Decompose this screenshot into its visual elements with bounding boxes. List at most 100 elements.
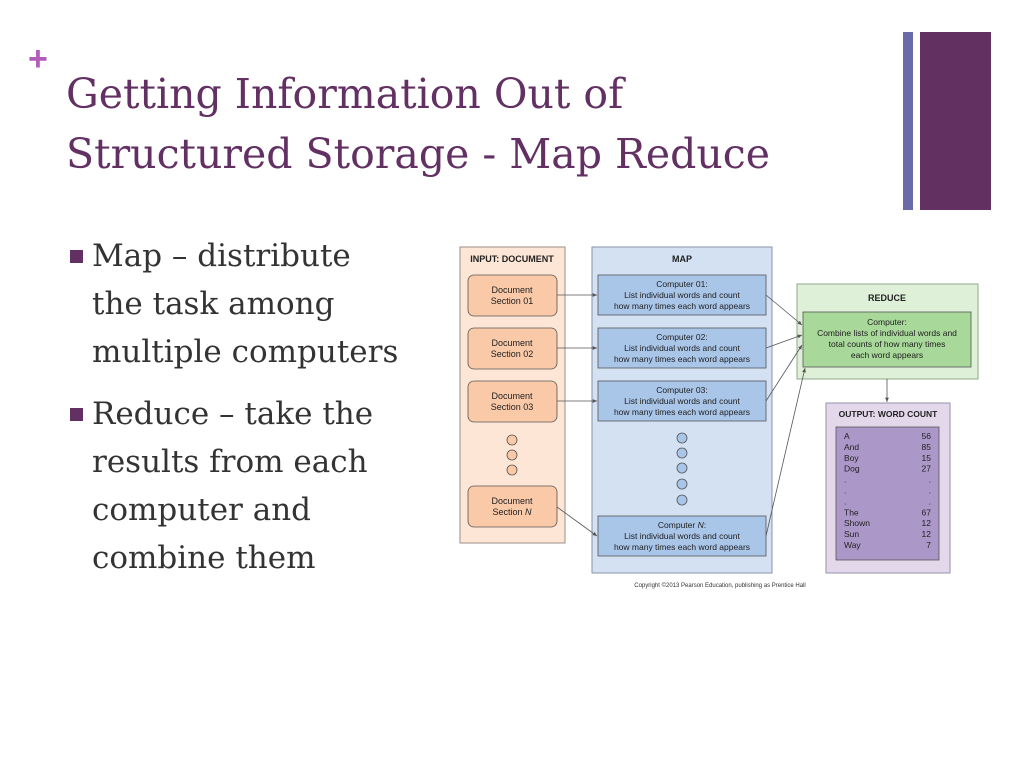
reduce-line: Computer: — [867, 317, 907, 327]
section-label-1: Document — [491, 285, 533, 295]
computer-name-suffix: : — [704, 520, 706, 530]
bullet-text-line: combine them — [92, 540, 316, 576]
computer-task-line: how many times each word appears — [614, 354, 750, 364]
section-label-1: Document — [491, 338, 533, 348]
section-label-prefix: Section — [492, 507, 525, 517]
document-section-3: Document Section 03 — [467, 380, 558, 423]
bullet-text-line: multiple computers — [92, 334, 399, 370]
ellipsis-dot — [506, 464, 518, 476]
square-bullet-icon — [70, 250, 83, 263]
computer-task-line: List individual words and count — [624, 290, 740, 300]
word-count-value: 12 — [922, 529, 932, 539]
input-header: INPUT: DOCUMENT — [470, 254, 554, 264]
copyright-text: Copyright ©2013 Pearson Education, publi… — [634, 582, 806, 589]
map-computer-3: Computer 03: List individual words and c… — [597, 380, 767, 422]
reduce-line: total counts of how many times — [829, 339, 946, 349]
document-section-1: Document Section 01 — [467, 274, 558, 317]
decorative-bar-wide — [920, 32, 991, 210]
ellipsis-dot — [506, 449, 518, 461]
reduce-header: REDUCE — [868, 293, 906, 303]
word-count-word: . — [844, 486, 846, 496]
word-count-word: Shown — [844, 518, 870, 528]
bullet-list: Map – distribute the task among multiple… — [68, 232, 453, 596]
title-line: Getting Information Out of — [66, 70, 624, 118]
word-count-word: And — [844, 442, 859, 452]
computer-name: Computer 02: — [656, 332, 708, 342]
computer-task-line: how many times each word appears — [614, 407, 750, 417]
ellipsis-dot — [676, 462, 688, 474]
word-count-word: . — [844, 475, 846, 485]
computer-task-line: List individual words and count — [624, 343, 740, 353]
map-computer-1: Computer 01: List individual words and c… — [597, 274, 767, 316]
arrow-map-to-reduce — [765, 367, 806, 537]
computer-task-line: how many times each word appears — [614, 301, 750, 311]
computer-task-line: how many times each word appears — [614, 542, 750, 552]
bullet-map: Map – distribute the task among multiple… — [68, 232, 453, 376]
decorative-bar-thin — [903, 32, 913, 210]
bullet-text-line: the task among — [92, 286, 335, 322]
ellipsis-dot — [676, 447, 688, 459]
ellipsis-dot — [506, 434, 518, 446]
arrow-map-to-reduce — [765, 334, 803, 349]
word-count-word: Way — [844, 540, 861, 550]
section-label-2: Section 01 — [491, 296, 534, 306]
word-count-value: 56 — [922, 431, 932, 441]
word-count-value: 15 — [922, 453, 932, 463]
document-section-n: Document Section N — [467, 485, 558, 528]
ellipsis-dot — [676, 432, 688, 444]
word-count-value: . — [929, 496, 931, 506]
reduce-line: each word appears — [851, 350, 923, 360]
computer-name-italic: N — [698, 520, 705, 530]
word-count-value: 85 — [922, 442, 932, 452]
word-count-word: Boy — [844, 453, 859, 463]
computer-task-line: List individual words and count — [624, 396, 740, 406]
map-computer-n: Computer N: List individual words and co… — [597, 515, 767, 557]
section-label-2: Section N — [492, 507, 532, 517]
slide-title: Getting Information Out of Structured St… — [66, 64, 886, 184]
bullet-text-line: computer and — [92, 492, 311, 528]
computer-name-prefix: Computer — [658, 520, 698, 530]
section-label-2: Section 03 — [491, 402, 534, 412]
word-count-word: Sun — [844, 529, 859, 539]
computer-task-line: List individual words and count — [624, 531, 740, 541]
ellipsis-dot — [676, 494, 688, 506]
reduce-computer: Computer: Combine lists of individual wo… — [802, 311, 972, 368]
word-count-value: . — [929, 486, 931, 496]
map-computer-2: Computer 02: List individual words and c… — [597, 327, 767, 369]
plus-icon: + — [28, 40, 48, 78]
arrow-input-to-map — [556, 506, 598, 537]
bullet-text-line: Reduce – take the — [92, 396, 374, 432]
word-count-value: 27 — [922, 464, 932, 474]
word-count-word: . — [844, 496, 846, 506]
output-header: OUTPUT: WORD COUNT — [839, 409, 938, 419]
word-count-value: 12 — [922, 518, 932, 528]
word-count-value: . — [929, 475, 931, 485]
word-count-word: Dog — [844, 464, 860, 474]
word-count-word: The — [844, 507, 859, 517]
word-count-word: A — [844, 431, 850, 441]
computer-name: Computer 03: — [656, 385, 708, 395]
ellipsis-dot — [676, 478, 688, 490]
square-bullet-icon — [70, 408, 83, 421]
arrow-map-to-reduce — [765, 294, 803, 326]
section-label-1: Document — [491, 391, 533, 401]
section-label-1: Document — [491, 496, 533, 506]
section-label-italic: N — [525, 507, 532, 517]
word-count-list — [835, 426, 940, 561]
mapreduce-diagram: INPUT: DOCUMENT Document Section 01 Docu… — [459, 246, 979, 589]
document-section-2: Document Section 02 — [467, 327, 558, 370]
bullet-reduce: Reduce – take the results from each comp… — [68, 390, 453, 582]
word-count-value: 7 — [926, 540, 931, 550]
bullet-text-line: Map – distribute — [92, 238, 351, 274]
section-label-2: Section 02 — [491, 349, 534, 359]
computer-name: Computer 01: — [656, 279, 708, 289]
computer-name: Computer N: — [658, 520, 706, 530]
title-line: Structured Storage - Map Reduce — [66, 130, 770, 178]
reduce-line: Combine lists of individual words and — [817, 328, 957, 338]
map-header: MAP — [672, 254, 692, 264]
word-count-value: 67 — [922, 507, 932, 517]
bullet-text-line: results from each — [92, 444, 368, 480]
arrow-map-to-reduce — [765, 344, 803, 402]
